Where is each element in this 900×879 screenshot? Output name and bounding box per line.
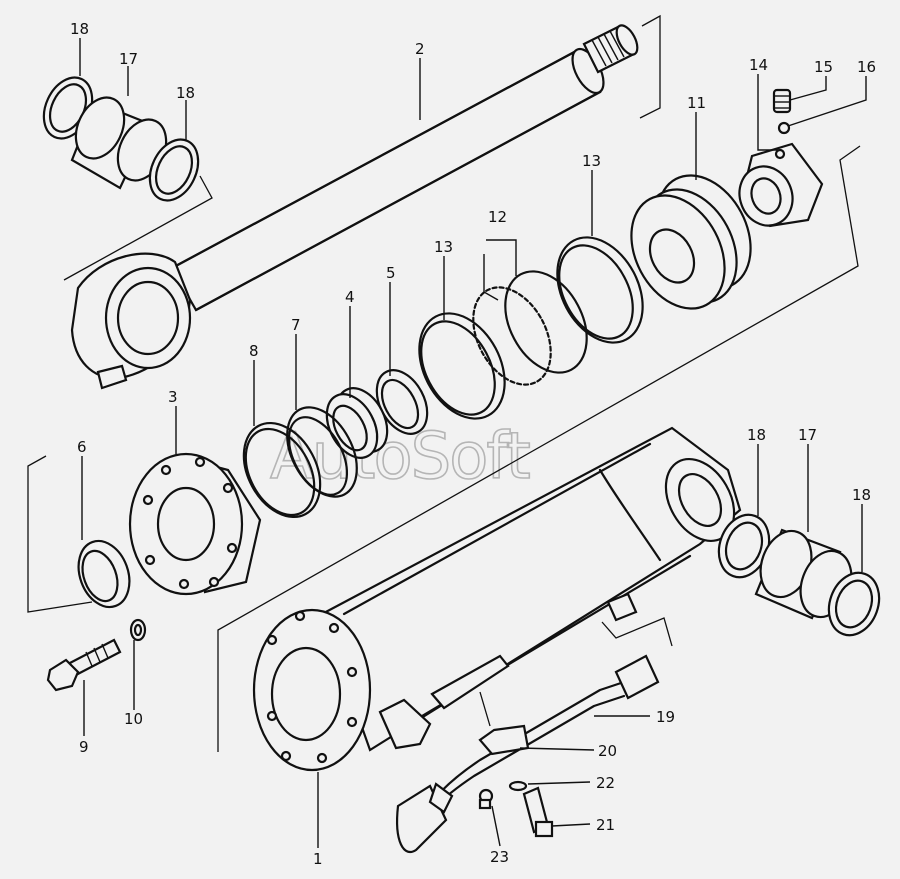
callout-12: 12 [488,208,507,226]
callout-10: 10 [124,710,143,728]
steel-ball [777,121,791,135]
o-ring-head [242,421,322,519]
callout-11: 11 [687,94,706,112]
callout-23: 23 [490,848,509,866]
cylinder-head [128,452,262,596]
piston-seal [472,270,588,386]
leader-lines [79,38,867,848]
callout-18-bottom-left: 18 [747,426,766,444]
set-screw [772,88,792,114]
clamp-washer [508,780,528,792]
callout-2: 2 [415,40,425,58]
callout-16: 16 [857,58,876,76]
head-bolt [46,638,122,692]
callout-20: 20 [598,742,617,760]
clamp-bracket [430,654,510,710]
piston-rod [70,24,639,390]
callout-8: 8 [249,342,259,360]
callout-17-bottom: 17 [798,426,817,444]
callout-21: 21 [596,816,615,834]
wear-ring-upper [556,236,644,344]
callout-17-top: 17 [119,50,138,68]
spring-washer [129,618,147,642]
piston [630,174,752,310]
callout-1: 1 [313,850,323,868]
buffer-ring [286,406,358,498]
bottom-bushing-set [717,513,881,637]
pipe-clamp [478,724,530,756]
callout-9: 9 [79,738,89,756]
rod-end-bushing-set [42,76,200,202]
callout-6: 6 [77,438,87,456]
wear-ring-lower [418,312,506,420]
piston-nut [738,142,824,228]
callout-18-top-left: 18 [70,20,89,38]
callout-4: 4 [345,288,355,306]
callout-19: 19 [656,708,675,726]
cylinder-tube [252,426,742,772]
callout-3: 3 [168,388,178,406]
dust-seal [77,539,131,609]
hydraulic-pipe [396,654,660,853]
callout-14: 14 [749,56,768,74]
callout-13-lower: 13 [434,238,453,256]
callout-5: 5 [386,264,396,282]
callout-7: 7 [291,316,301,334]
rod-bushing [325,387,389,459]
callout-13-upper: 13 [582,152,601,170]
callout-15: 15 [814,58,833,76]
callout-18-top-right: 18 [176,84,195,102]
clamp-bolt [522,786,554,838]
grease-nipple [478,788,494,810]
callout-22: 22 [596,774,615,792]
callout-18-bottom-right: 18 [852,486,871,504]
